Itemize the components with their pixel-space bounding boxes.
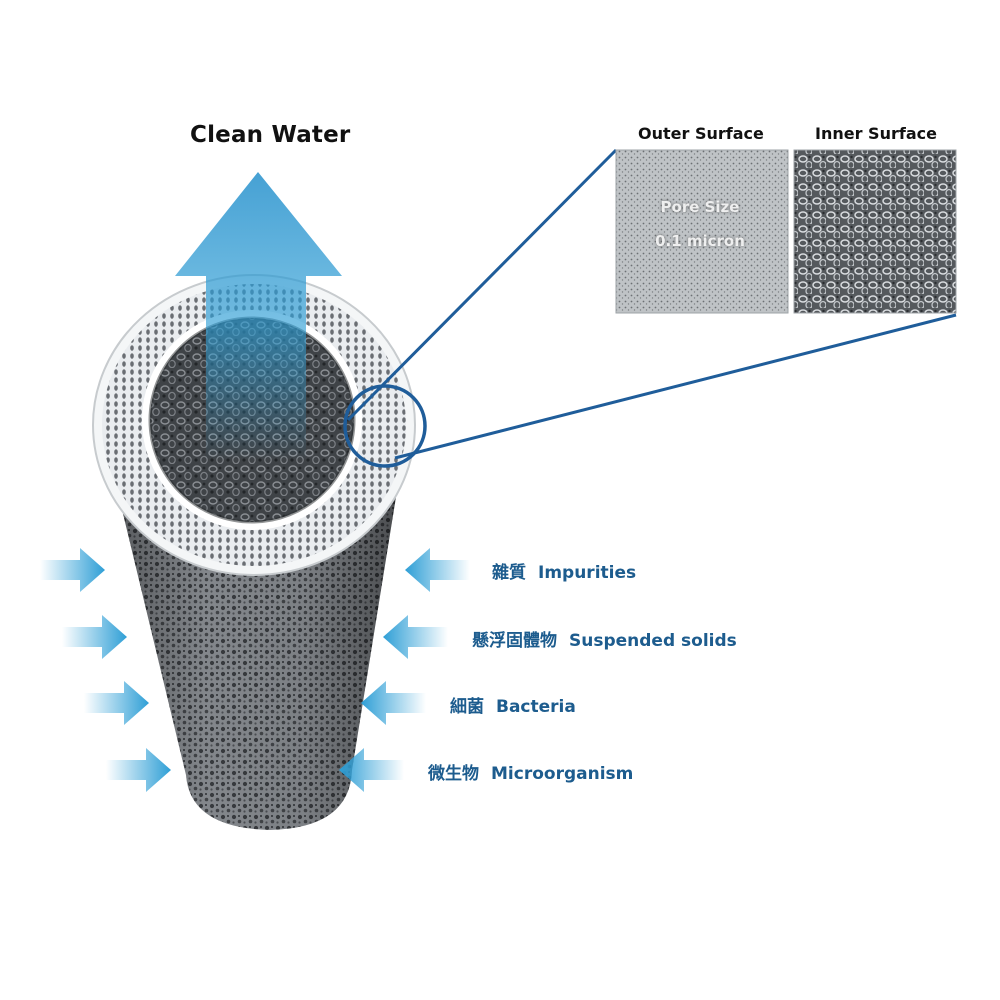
item-suspended-solids-zh: 懸浮固體物: [472, 631, 557, 651]
magnify-callout: [343, 148, 957, 468]
inner-surface-image: [793, 149, 957, 314]
inflow-arrows-right: [339, 548, 470, 792]
item-suspended-solids-en: Suspended solids: [569, 631, 737, 651]
item-impurities: 雜質 Impurities: [492, 558, 636, 583]
item-microorganism: 微生物 Microorganism: [428, 759, 633, 784]
inner-surface-title: Inner Surface: [815, 124, 937, 143]
inflow-arrows-left: [40, 548, 171, 792]
item-bacteria-en: Bacteria: [496, 697, 576, 717]
item-bacteria-zh: 細菌: [450, 697, 484, 717]
item-suspended-solids: 懸浮固體物 Suspended solids: [472, 626, 737, 651]
item-microorganism-en: Microorganism: [491, 764, 634, 784]
item-bacteria: 細菌 Bacteria: [450, 692, 576, 717]
outer-surface-image: [615, 149, 789, 314]
pore-size-label: Pore Size: [660, 198, 740, 216]
item-impurities-zh: 雜質: [492, 563, 526, 583]
pore-size-value: 0.1 micron: [655, 232, 745, 250]
clean-water-arrow: [175, 172, 342, 460]
item-microorganism-zh: 微生物: [428, 764, 479, 784]
outer-surface-title: Outer Surface: [638, 124, 764, 143]
clean-water-title: Clean Water: [190, 122, 351, 148]
item-impurities-en: Impurities: [538, 563, 637, 583]
